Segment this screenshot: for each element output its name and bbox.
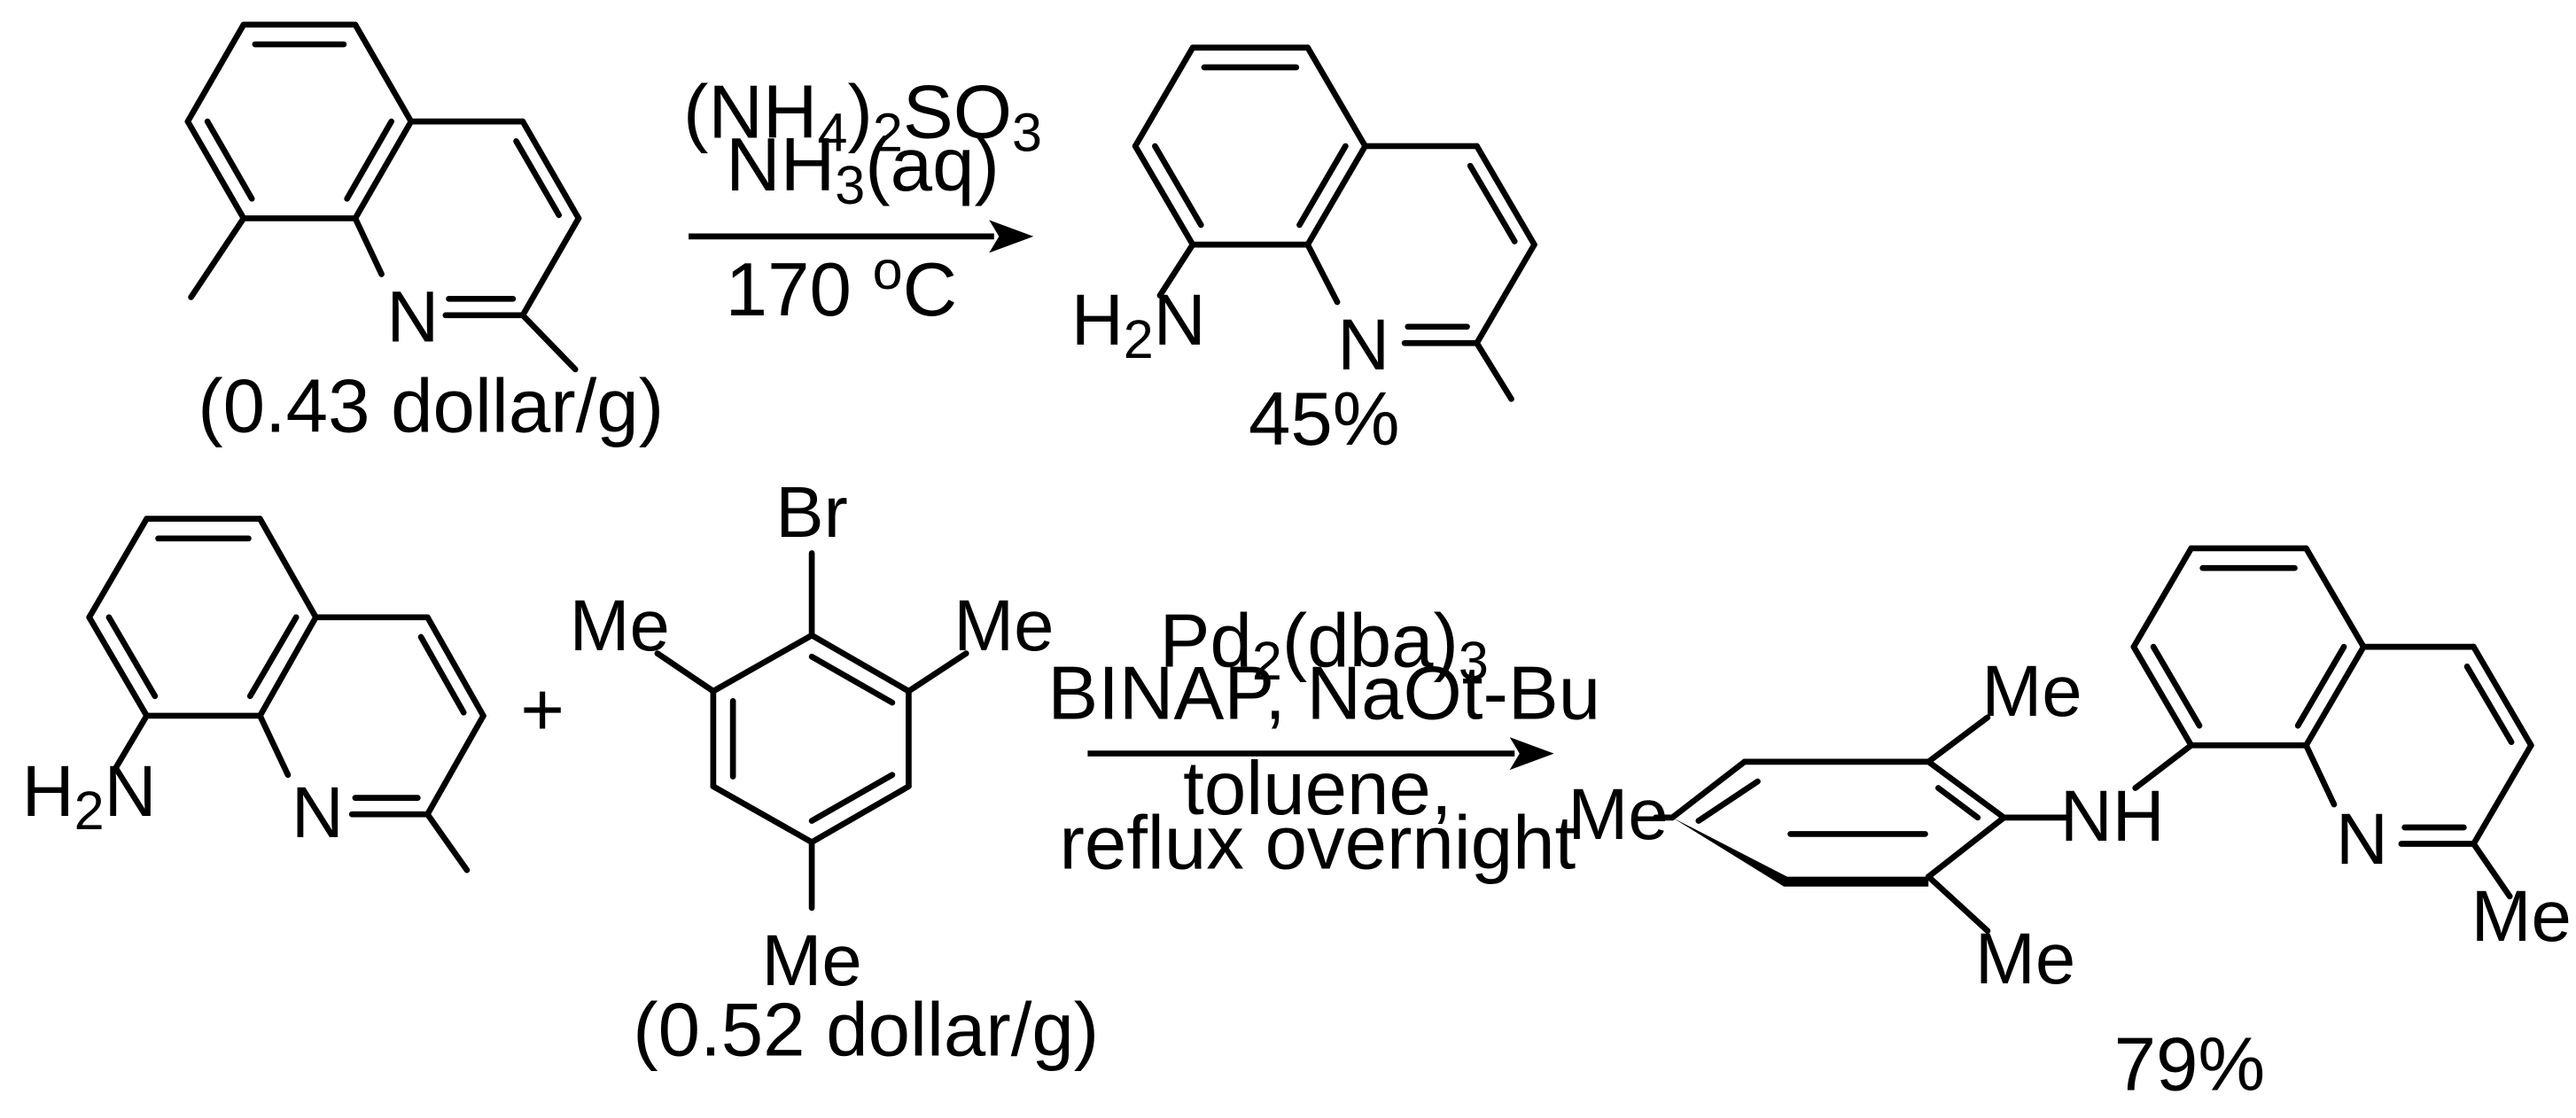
reaction1-yield: 45%	[1249, 377, 1400, 462]
dimethylquinoline-n-label: N	[386, 276, 439, 357]
plus-sign: +	[520, 668, 564, 752]
reaction2-arrow	[1087, 737, 1554, 771]
aminoquinoline-reactant-n-label: N	[292, 773, 344, 853]
mesityl-aminoquinoline-product-structure: Me Me Me NH N Me 79%	[1568, 545, 2572, 1106]
bromomesitylene-me-bottom-label: Me	[761, 920, 861, 1001]
aminoquinoline-product-n-label: N	[1337, 305, 1389, 385]
reaction1-temperature: 170 oC	[726, 240, 957, 332]
product-quinoline-me-label: Me	[2471, 876, 2572, 957]
reaction1-arrow	[689, 220, 1034, 253]
product-me-bottom-label: Me	[1975, 919, 2075, 999]
aminoquinoline-product-structure: H2N N 45%	[1071, 44, 1537, 462]
reaction2-yield: 79%	[2114, 1022, 2266, 1106]
bromomesitylene-me-right-label: Me	[953, 586, 1054, 666]
product-quinoline-n-label: N	[2336, 799, 2388, 880]
reaction1-conditions: (NH4)2SO3 NH3(aq) 170 oC	[683, 71, 1042, 332]
bromomesitylene-me-left-label: Me	[570, 586, 670, 666]
aminoquinoline-product-amine-label: H2N	[1071, 280, 1206, 369]
product-me-top-label: Me	[1981, 651, 2082, 732]
bromomesitylene-bonds	[654, 550, 969, 912]
product-me-left-label: Me	[1568, 774, 1668, 855]
bromomesitylene-structure: Br Me Me Me (0.52 dollar/g)	[570, 472, 1100, 1073]
bromomesitylene-price: (0.52 dollar/g)	[633, 989, 1099, 1073]
aminoquinoline-reactant-structure: H2N N	[22, 516, 486, 873]
ligand-base-label: BINAP, NaOt-Bu	[1047, 652, 1600, 736]
aminoquinoline-product-bonds	[1132, 44, 1537, 402]
dimethylquinoline-price: (0.43 dollar/g)	[198, 364, 664, 448]
solvent-label: toluene,	[1183, 747, 1451, 831]
reflux-condition-label: reflux overnight	[1059, 801, 1576, 885]
bromomesitylene-br-label: Br	[775, 472, 848, 553]
reagent-aqueous-ammonia: NH3(aq)	[726, 123, 1000, 215]
reagent-ammonium-sulfite: (NH4)2SO3	[683, 71, 1042, 163]
dimethylquinoline-bonds	[184, 21, 582, 373]
mesityl-aminoquinoline-product-bonds	[1653, 545, 2534, 935]
reaction2-conditions: Pd2(dba)3 BINAP, NaOt-Bu toluene, reflux…	[1047, 599, 1600, 885]
catalyst-label: Pd2(dba)3	[1160, 599, 1489, 691]
dimethylquinoline-structure: N (0.43 dollar/g)	[184, 21, 664, 448]
product-nh-label: NH	[2060, 776, 2165, 857]
aminoquinoline-reactant-bonds	[86, 516, 486, 873]
aminoquinoline-reactant-amine-label: H2N	[22, 751, 157, 841]
